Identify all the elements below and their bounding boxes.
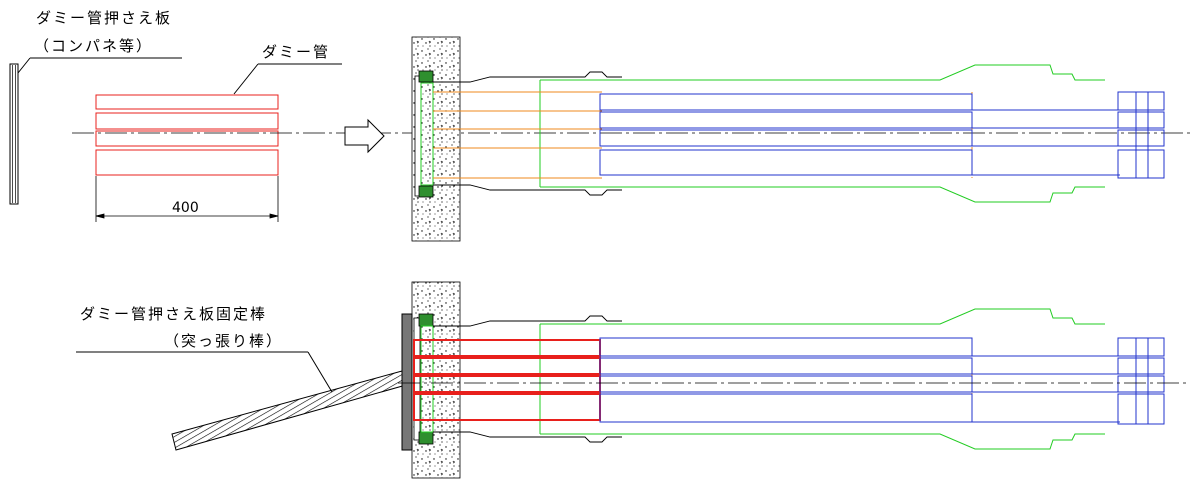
insert-arrow-icon [344,118,385,154]
cable-ducts-bottom [599,337,1165,425]
dummy-pipe-plate [9,63,19,205]
dummy-pipes-top [95,94,279,176]
pipe-leader [233,63,259,95]
prop-rod [171,370,407,451]
bracket-bottom [539,308,1105,450]
plate-sub-label: （コンパネ等） [34,37,153,55]
dimension-400 [95,176,279,222]
plate-title-label: ダミー管押さえ板 [36,9,172,27]
orange-sleeves-top [433,91,973,179]
cable-ducts-top [599,91,1165,179]
dimension-text: 400 [172,200,199,216]
sleeve-outline-top [433,71,622,196]
dummy-pipe-plate-installed [401,313,413,451]
sleeve-outline-bottom [433,315,622,443]
rod-leader [307,351,333,393]
pipe-label: ダミー管 [262,43,330,61]
sleeve-flange-bottom [413,313,434,445]
sleeve-flange-top [414,70,434,198]
rod-title-label: ダミー管押さえ板固定棒 [80,305,267,323]
bracket-top [539,64,1105,203]
rod-sub-label: （突っ張り棒） [164,332,283,350]
